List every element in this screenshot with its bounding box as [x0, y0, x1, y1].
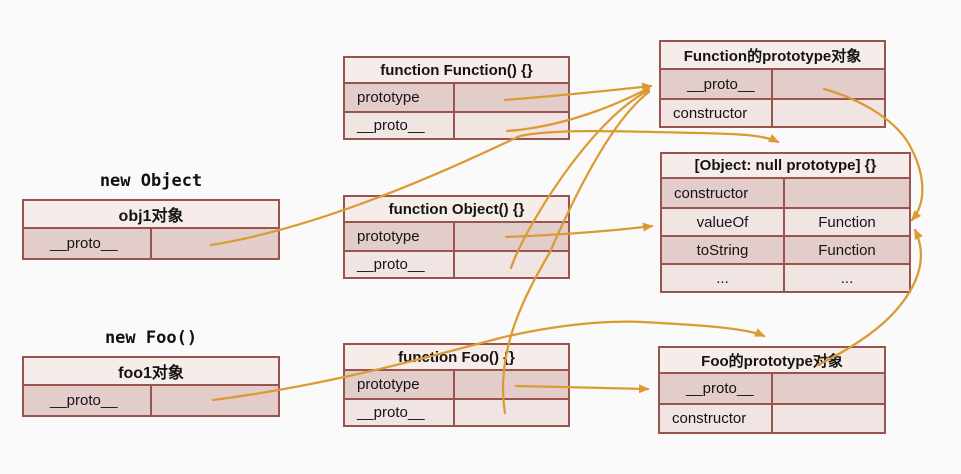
table-row: prototype — [345, 223, 568, 250]
fooproto-proto-label: __proto__ — [660, 374, 773, 403]
table-row: toString Function — [662, 235, 909, 263]
table-function-prototype-object: Function的prototype对象 __proto__ construct… — [659, 40, 886, 128]
functionproto-constructor-value — [773, 100, 884, 126]
fooproto-constructor-value — [773, 405, 884, 432]
new-object-label: new Object — [99, 171, 203, 191]
table-row: constructor — [661, 98, 884, 126]
table-row: __proto__ — [345, 250, 568, 277]
function-prototype-label: prototype — [345, 84, 455, 111]
table-function-constructor: function Function() {} prototype __proto… — [343, 56, 570, 140]
table-row: ... ... — [662, 263, 909, 291]
objectproto-valueof-label: valueOf — [662, 209, 785, 235]
functionproto-proto-value — [773, 70, 884, 98]
function-prototype-value — [455, 84, 568, 111]
table-row: __proto__ — [24, 229, 278, 258]
table-foo1: foo1对象 __proto__ — [22, 356, 280, 417]
object-prototype-value — [455, 223, 568, 250]
table-object-title: function Object() {} — [345, 197, 568, 223]
table-object-prototype-object: [Object: null prototype] {} constructor … — [660, 152, 911, 293]
table-foo-title: function Foo() {} — [345, 345, 568, 371]
table-foo-prototype-object: Foo的prototype对象 __proto__ constructor — [658, 346, 886, 434]
foo1-proto-label: __proto__ — [24, 386, 152, 415]
fooproto-constructor-label: constructor — [660, 405, 773, 432]
fooproto-proto-value — [773, 374, 884, 403]
table-foo1-title: foo1对象 — [24, 358, 278, 386]
table-foo-constructor: function Foo() {} prototype __proto__ — [343, 343, 570, 427]
function-proto-value — [455, 113, 568, 138]
functionproto-constructor-label: constructor — [661, 100, 773, 126]
table-row: prototype — [345, 84, 568, 111]
table-obj1-title: obj1对象 — [24, 201, 278, 229]
table-obj1: obj1对象 __proto__ — [22, 199, 280, 260]
objectproto-tostring-value: Function — [818, 241, 876, 259]
table-object-prototype-title: [Object: null prototype] {} — [662, 154, 909, 179]
table-function-prototype-title: Function的prototype对象 — [661, 42, 884, 70]
objectproto-ellipsis-label: ... — [662, 265, 785, 291]
new-foo-label: new Foo() — [104, 328, 198, 348]
objectproto-valueof-value: Function — [818, 213, 876, 231]
foo1-proto-value — [152, 386, 278, 415]
table-row: __proto__ — [345, 111, 568, 138]
foo-proto-label: __proto__ — [345, 400, 455, 425]
objectproto-ellipsis-value: ... — [840, 269, 854, 287]
object-proto-label: __proto__ — [345, 252, 455, 277]
table-row: __proto__ — [24, 386, 278, 415]
table-row: constructor — [662, 179, 909, 207]
table-object-constructor: function Object() {} prototype __proto__ — [343, 195, 570, 279]
table-row: __proto__ — [345, 398, 568, 425]
foo-prototype-label: prototype — [345, 371, 455, 398]
obj1-proto-value — [152, 229, 278, 258]
foo-proto-value — [455, 400, 568, 425]
obj1-proto-label: __proto__ — [24, 229, 152, 258]
object-proto-value — [455, 252, 568, 277]
objectproto-constructor-label: constructor — [662, 179, 785, 207]
table-function-title: function Function() {} — [345, 58, 568, 84]
objectproto-constructor-value — [785, 179, 909, 207]
table-row: prototype — [345, 371, 568, 398]
table-row: __proto__ — [661, 70, 884, 98]
functionproto-proto-label: __proto__ — [661, 70, 773, 98]
table-row: constructor — [660, 403, 884, 432]
table-row: valueOf Function — [662, 207, 909, 235]
function-proto-label: __proto__ — [345, 113, 455, 138]
table-row: __proto__ — [660, 374, 884, 403]
foo-prototype-value — [455, 371, 568, 398]
object-prototype-label: prototype — [345, 223, 455, 250]
table-foo-prototype-title: Foo的prototype对象 — [660, 348, 884, 374]
objectproto-tostring-label: toString — [662, 237, 785, 263]
